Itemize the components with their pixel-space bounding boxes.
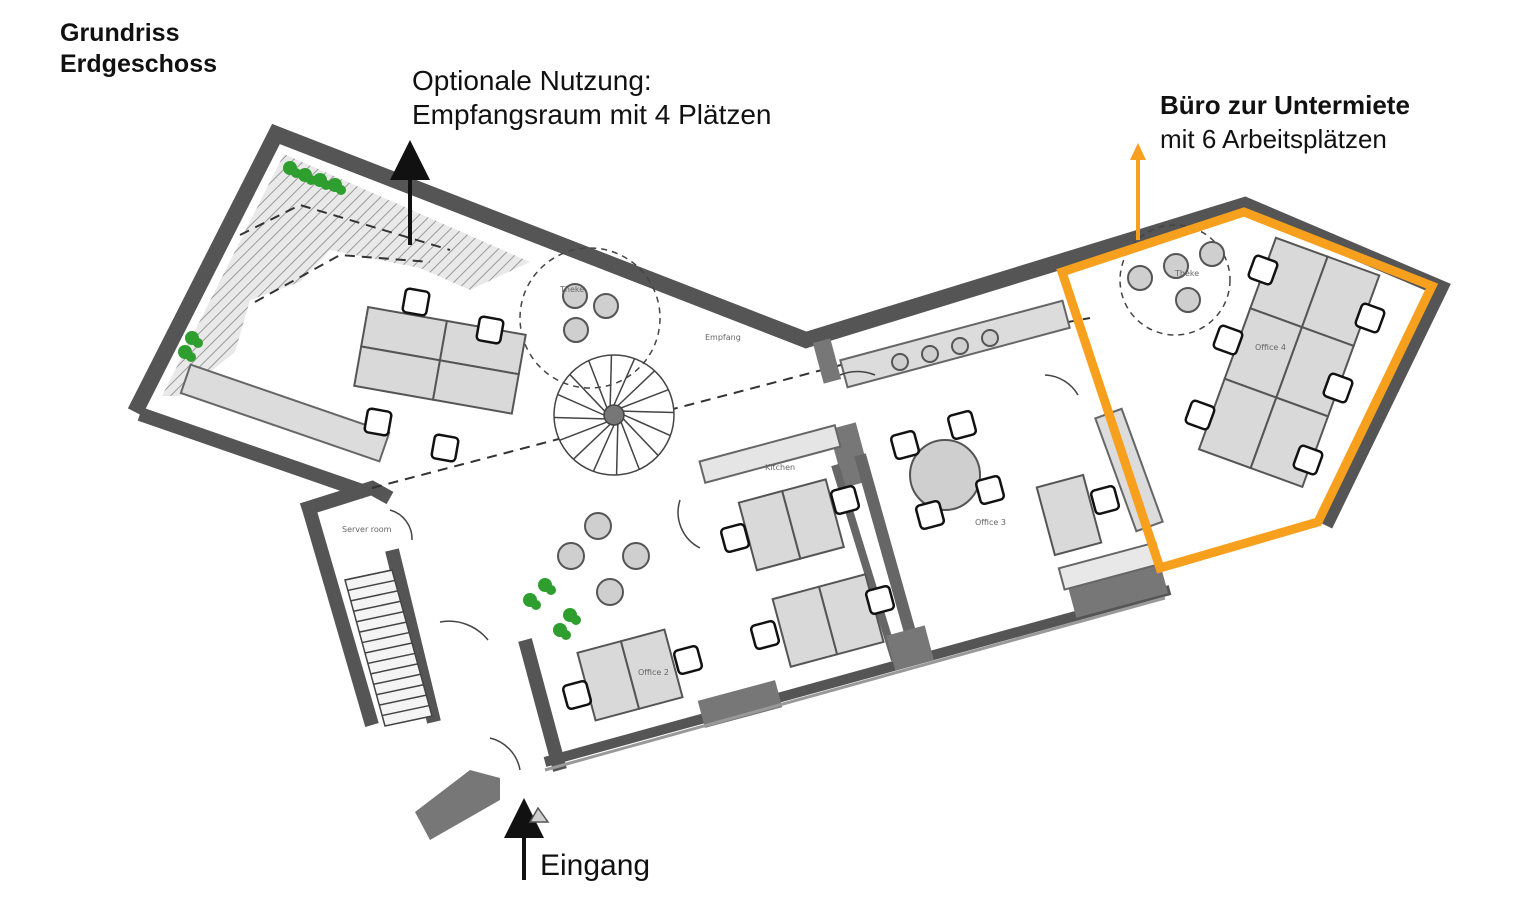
- stair-step: [376, 683, 424, 696]
- stair-step: [381, 704, 430, 717]
- stair-step: [367, 652, 416, 665]
- rental-office-highlight: [1056, 207, 1439, 574]
- chair: [749, 619, 781, 651]
- plan-title-line2: Erdgeschoss: [60, 50, 218, 78]
- plant: [561, 630, 571, 640]
- chair: [914, 499, 946, 531]
- room-label-kitchen: Kitchen: [765, 463, 795, 472]
- dashed-arcs: [519, 224, 1231, 389]
- room-label-theke2: Theke: [1174, 269, 1199, 278]
- arrows: [390, 140, 1146, 880]
- hatched-terrace: [162, 154, 530, 396]
- plant: [531, 600, 541, 610]
- plant: [336, 185, 346, 195]
- room-label-server: Server room: [342, 525, 392, 534]
- plan-title-line1: Grundriss: [60, 19, 180, 47]
- spiral-step: [620, 421, 641, 470]
- plants: [178, 161, 581, 640]
- room-label-office2: Office 2: [638, 668, 669, 677]
- spiral-step: [572, 423, 611, 460]
- chair: [1354, 302, 1386, 334]
- chair: [1089, 484, 1121, 516]
- chair: [974, 474, 1006, 506]
- staircase: [344, 569, 433, 727]
- chair: [1292, 444, 1324, 476]
- plant: [571, 615, 581, 625]
- stair-step: [370, 663, 418, 675]
- spiral-step: [617, 370, 656, 407]
- stair-step: [350, 590, 398, 602]
- spiral-step: [620, 388, 669, 409]
- entrance-door-marker: [528, 806, 550, 823]
- dashed-lines: [239, 203, 1091, 489]
- spiral-step: [609, 355, 613, 406]
- stair-step: [361, 631, 410, 644]
- plant: [546, 585, 556, 595]
- spiral-step: [623, 410, 674, 414]
- stair-step: [353, 600, 401, 613]
- spiral-step: [557, 393, 605, 416]
- chair: [1212, 324, 1244, 356]
- chair: [1322, 372, 1354, 404]
- stair-step: [379, 694, 427, 706]
- rental-office-annotation: Büro zur Untermiete mit 6 Arbeitsplätzen: [1160, 88, 1410, 156]
- chairs: [363, 254, 1386, 711]
- reception-annotation: Optionale Nutzung: Empfangsraum mit 4 Pl…: [412, 64, 772, 132]
- spiral-step: [615, 424, 619, 475]
- plant: [193, 338, 203, 348]
- stair-step: [364, 642, 413, 654]
- reception-annotation-line2: Empfangsraum mit 4 Plätzen: [412, 99, 772, 130]
- spiral-step: [587, 360, 608, 409]
- stair-step: [359, 621, 407, 633]
- plant: [186, 352, 196, 362]
- chair: [672, 644, 704, 676]
- chair: [363, 407, 393, 437]
- chair: [889, 429, 921, 461]
- spiral-step: [623, 414, 671, 437]
- spiral-step: [554, 416, 605, 420]
- stair-step: [356, 610, 404, 623]
- room-label-office3: Office 3: [975, 518, 1006, 527]
- rental-office-annotation-line1: Büro zur Untermiete: [1160, 90, 1410, 120]
- chair: [430, 433, 460, 463]
- reception-annotation-line1: Optionale Nutzung:: [412, 65, 652, 96]
- chair: [561, 679, 593, 711]
- round-furniture: [557, 241, 1225, 606]
- spiral-step: [569, 373, 606, 412]
- rental-office-annotation-line2: mit 6 Arbeitsplätzen: [1160, 124, 1387, 154]
- chair: [719, 522, 751, 554]
- spiral-step: [613, 358, 636, 406]
- chair: [864, 584, 896, 616]
- room-label-reception: Empfang: [705, 333, 741, 342]
- chair: [475, 315, 505, 345]
- stair-step: [344, 569, 393, 581]
- stair-step: [347, 579, 396, 592]
- spiral-step: [592, 424, 615, 472]
- chair: [401, 287, 431, 317]
- door-swings: [389, 370, 1079, 771]
- room-label-office4: Office 4: [1255, 343, 1286, 352]
- stair-step: [373, 673, 421, 686]
- plan-title: Grundriss Erdgeschoss: [60, 18, 217, 80]
- entrance-label: Eingang: [540, 849, 651, 882]
- outer-walls: [127, 123, 1451, 772]
- chair: [829, 484, 861, 516]
- chair: [1247, 254, 1279, 286]
- spiral-step: [559, 421, 608, 442]
- chair: [1184, 399, 1216, 431]
- spiral-step: [622, 418, 659, 457]
- room-label-theke1: Theke: [559, 285, 584, 294]
- spiral-staircase: [553, 354, 675, 476]
- chair: [946, 409, 978, 441]
- room-labels: Empfang Server room Kitchen Office 2 Off…: [342, 269, 1286, 677]
- rental-office-arrowhead: [1130, 143, 1146, 160]
